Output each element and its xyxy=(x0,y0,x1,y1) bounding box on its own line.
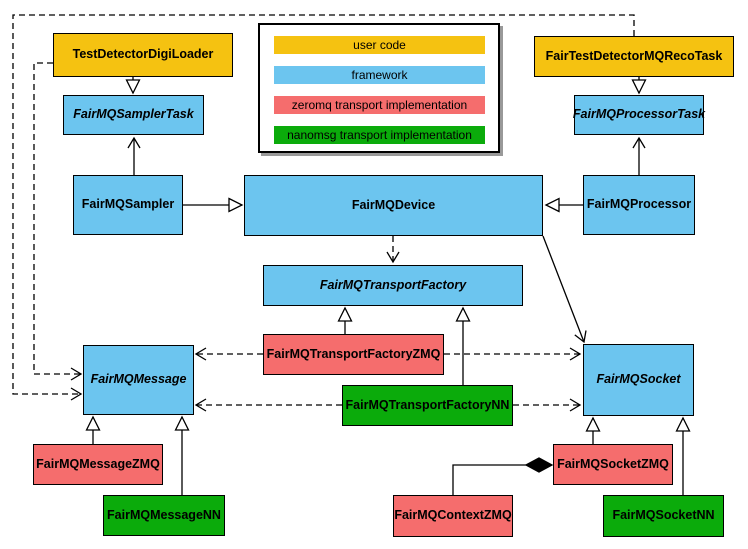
edge-recotask-message xyxy=(12,14,635,401)
node-fairmq-sampler: FairMQSampler xyxy=(73,175,183,235)
node-fairmq-socket: FairMQSocket xyxy=(583,344,694,416)
node-fairmq-device: FairMQDevice xyxy=(244,175,543,236)
node-test-detector-digi-loader: TestDetectorDigiLoader xyxy=(53,33,233,77)
node-fairmq-transport-factory-nn: FairMQTransportFactoryNN xyxy=(342,385,513,426)
node-fairmq-socket-zmq: FairMQSocketZMQ xyxy=(553,444,673,485)
node-fairmq-processor: FairMQProcessor xyxy=(583,175,695,235)
node-fairmq-transport-factory-zmq: FairMQTransportFactoryZMQ xyxy=(263,334,444,375)
node-fairmq-message-zmq: FairMQMessageZMQ xyxy=(33,444,163,485)
node-fairmq-context-zmq: FairMQContextZMQ xyxy=(393,495,513,537)
composition-diamond-icon xyxy=(524,457,554,473)
edge-contextzmq-socketzmq xyxy=(452,464,526,495)
node-fair-test-detector-mq-reco-task: FairTestDetectorMQRecoTask xyxy=(534,36,734,77)
legend-item-user-code: user code xyxy=(274,36,485,54)
node-fairmq-transport-factory: FairMQTransportFactory xyxy=(263,265,523,306)
node-fairmq-processor-task: FairMQProcessorTask xyxy=(573,95,705,135)
legend: user code framework zeromq transport imp… xyxy=(258,23,500,153)
node-fairmq-sampler-task: FairMQSamplerTask xyxy=(63,95,204,135)
legend-item-nanomsg: nanomsg transport implementation xyxy=(274,126,485,144)
legend-item-zeromq: zeromq transport implementation xyxy=(274,96,485,114)
edge-device-socket xyxy=(542,235,587,344)
edge-digiloader-message xyxy=(33,62,83,381)
legend-item-framework: framework xyxy=(274,66,485,84)
node-fairmq-socket-nn: FairMQSocketNN xyxy=(603,495,724,537)
node-fairmq-message-nn: FairMQMessageNN xyxy=(103,495,225,536)
node-fairmq-message: FairMQMessage xyxy=(83,345,194,415)
